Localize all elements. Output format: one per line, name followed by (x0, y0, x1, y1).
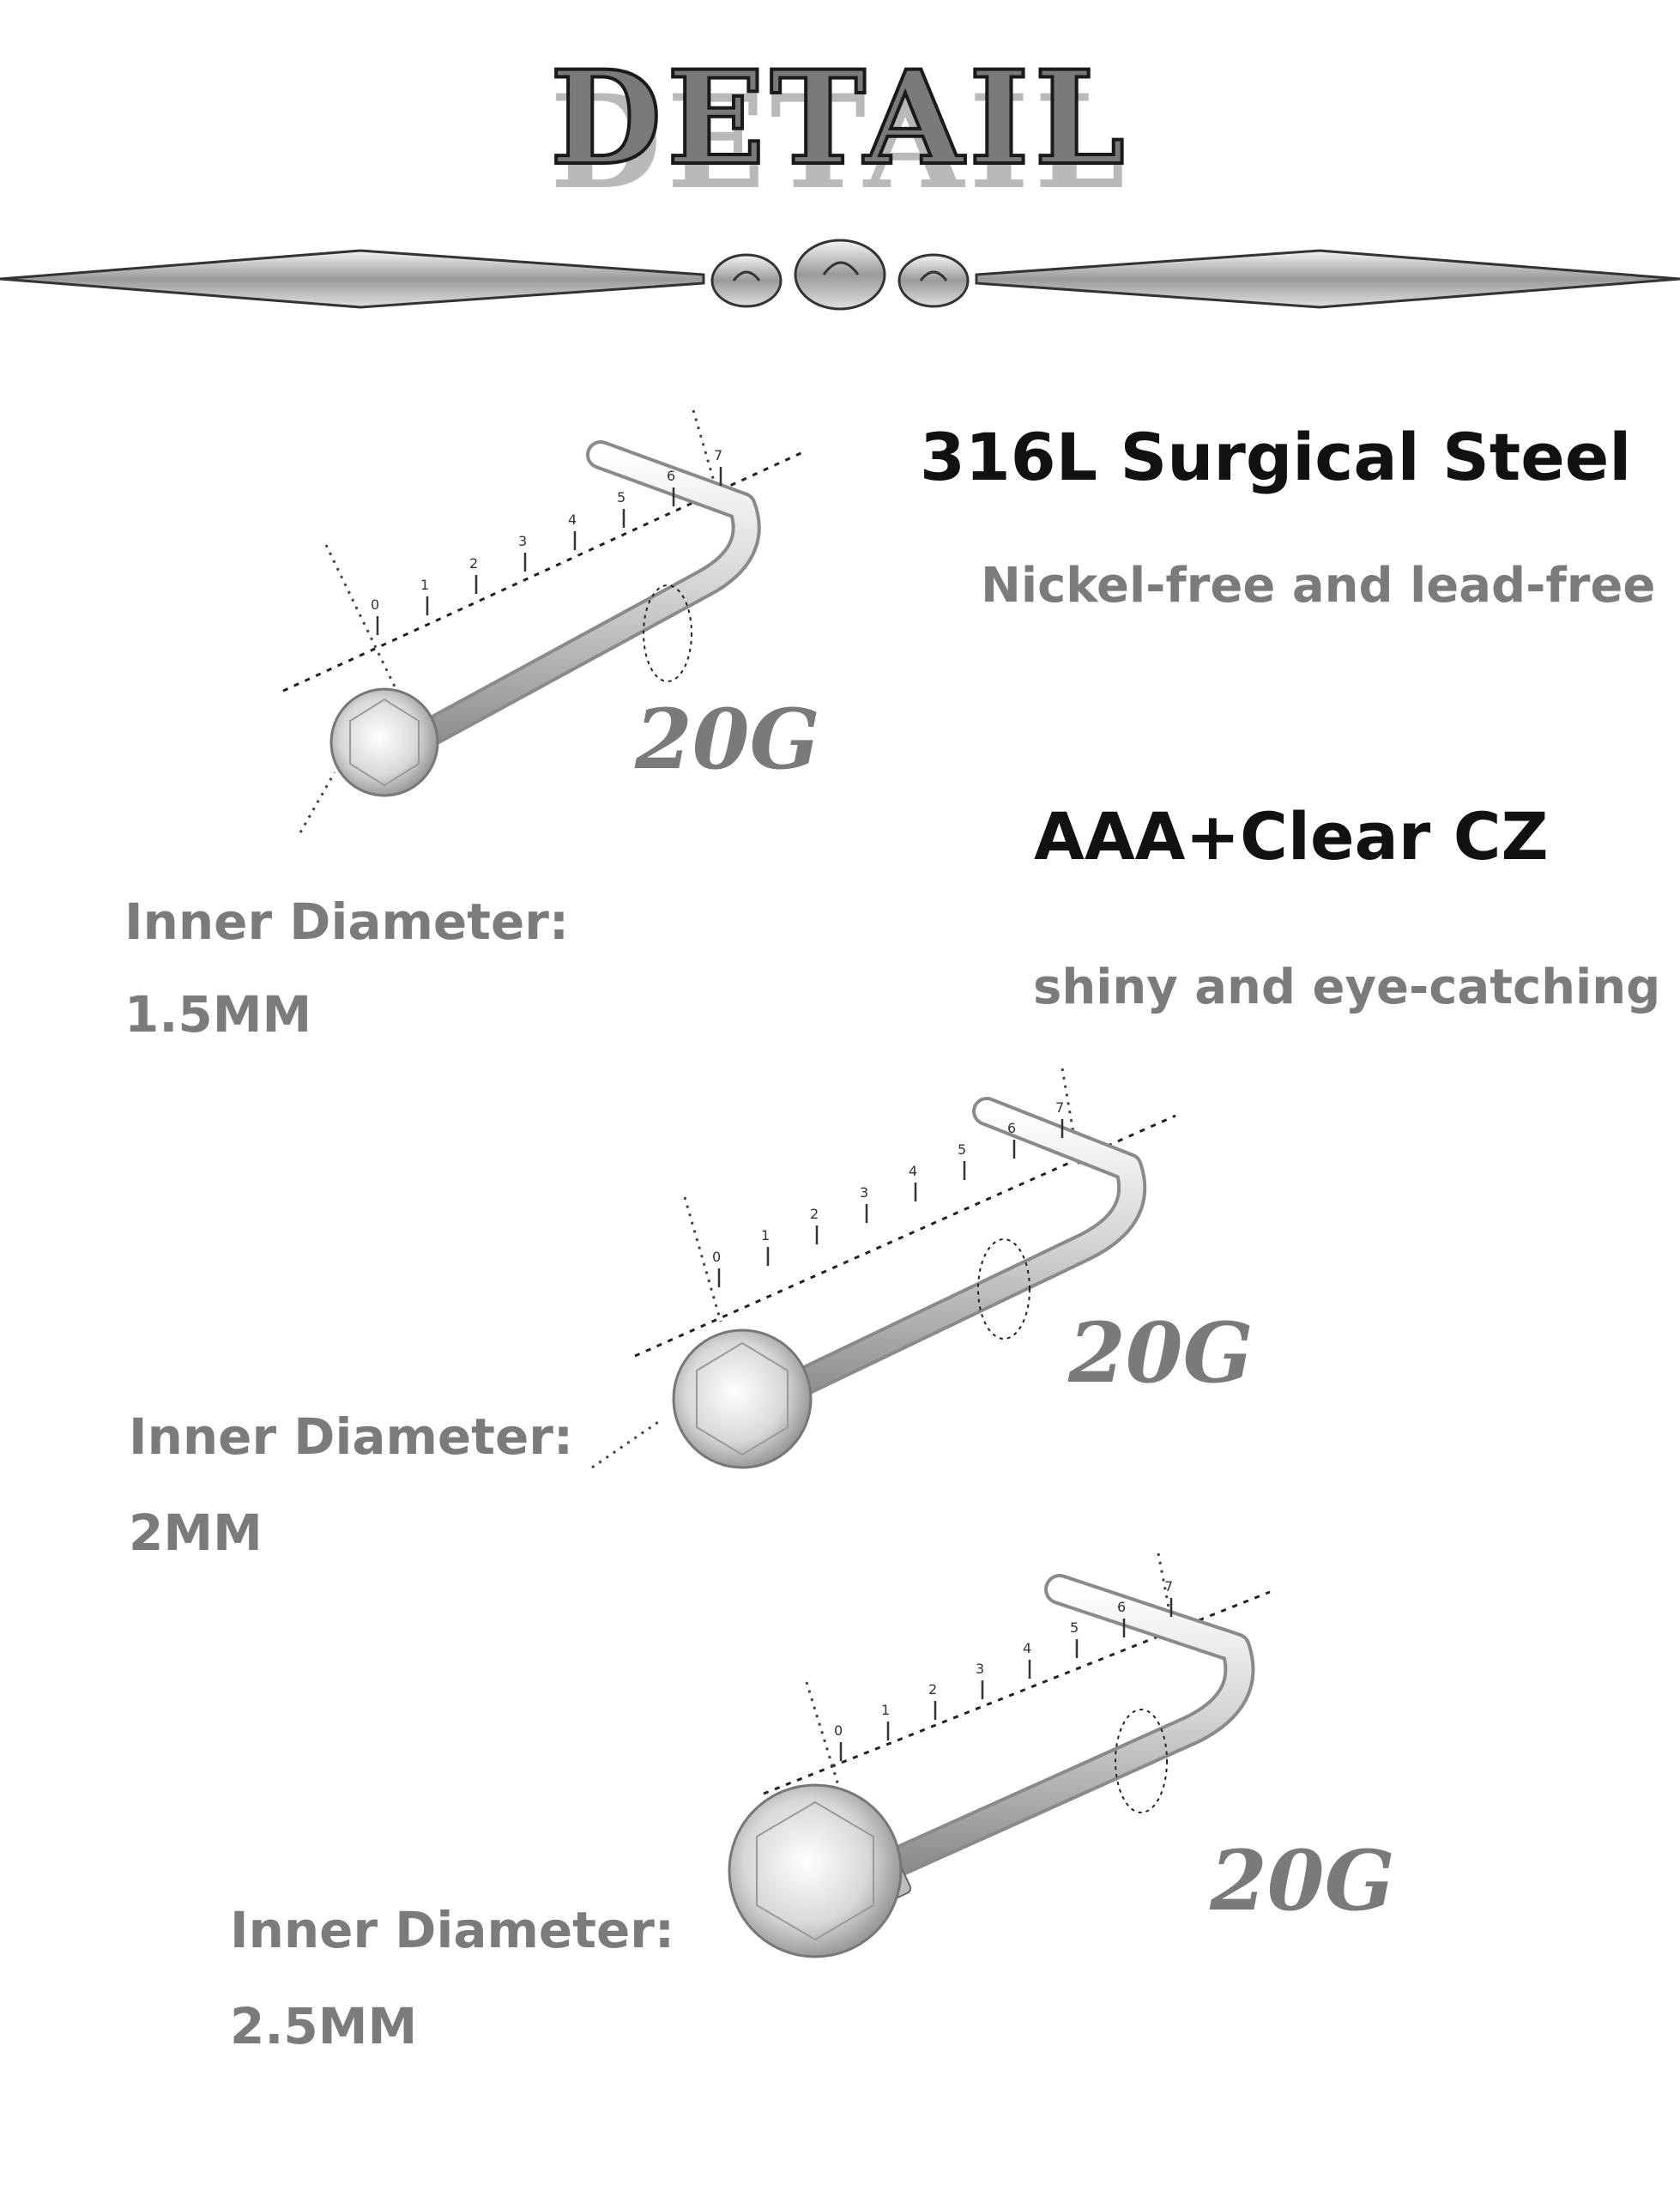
inner-diameter-label-3: Inner Diameter: (230, 1901, 675, 1959)
svg-text:5: 5 (617, 489, 625, 505)
svg-text:7: 7 (1164, 1578, 1173, 1595)
nose-stud-illustration-1: 0 1 2 3 4 5 6 7 (282, 409, 807, 833)
inner-diameter-label-2: Inner Diameter: (129, 1407, 574, 1466)
svg-text:4: 4 (1023, 1640, 1031, 1656)
svg-text:7: 7 (714, 447, 722, 463)
svg-text:6: 6 (1007, 1120, 1016, 1136)
svg-text:1: 1 (420, 577, 429, 593)
gauge-label-2: 20G (1068, 1304, 1254, 1401)
page-title-block: DETAIL DETAIL (0, 41, 1680, 218)
nose-stud-illustration-2: 0 1 2 3 4 5 6 7 (591, 1068, 1176, 1469)
svg-text:3: 3 (976, 1661, 984, 1677)
svg-text:7: 7 (1055, 1099, 1064, 1116)
feature-heading-cz: AAA+Clear CZ (1034, 798, 1549, 875)
svg-text:0: 0 (371, 596, 379, 613)
svg-text:6: 6 (1117, 1599, 1126, 1615)
nose-stud-illustration-3: 0 1 2 3 4 5 6 7 (728, 1552, 1271, 1958)
page-title: DETAIL (548, 41, 1130, 196)
ornamental-divider-icon (0, 239, 1680, 311)
svg-text:2: 2 (810, 1206, 819, 1222)
svg-text:6: 6 (667, 468, 675, 484)
feature-subtext-cz: shiny and eye-catching (1033, 959, 1661, 1015)
svg-text:1: 1 (881, 1702, 890, 1718)
svg-text:2: 2 (469, 555, 478, 572)
inner-diameter-label-1: Inner Diameter: (124, 893, 570, 951)
svg-text:0: 0 (834, 1722, 843, 1739)
svg-text:4: 4 (909, 1163, 917, 1179)
svg-text:5: 5 (1070, 1619, 1079, 1636)
inner-diameter-value-2: 2MM (129, 1504, 263, 1562)
page-title-shadow: DETAIL (550, 67, 1130, 218)
gauge-label-1: 20G (635, 691, 820, 788)
svg-text:2: 2 (928, 1681, 937, 1698)
svg-text:0: 0 (712, 1249, 721, 1265)
inner-diameter-value-3: 2.5MM (230, 1997, 418, 2055)
feature-heading-steel: 316L Surgical Steel (920, 419, 1632, 495)
gauge-label-3: 20G (1210, 1832, 1395, 1929)
svg-text:5: 5 (958, 1141, 966, 1158)
feature-subtext-steel: Nickel-free and lead-free (981, 558, 1656, 614)
svg-text:3: 3 (860, 1184, 868, 1201)
inner-diameter-value-1: 1.5MM (124, 985, 312, 1044)
svg-text:4: 4 (568, 511, 577, 528)
svg-text:1: 1 (761, 1227, 770, 1244)
svg-text:3: 3 (518, 533, 527, 549)
